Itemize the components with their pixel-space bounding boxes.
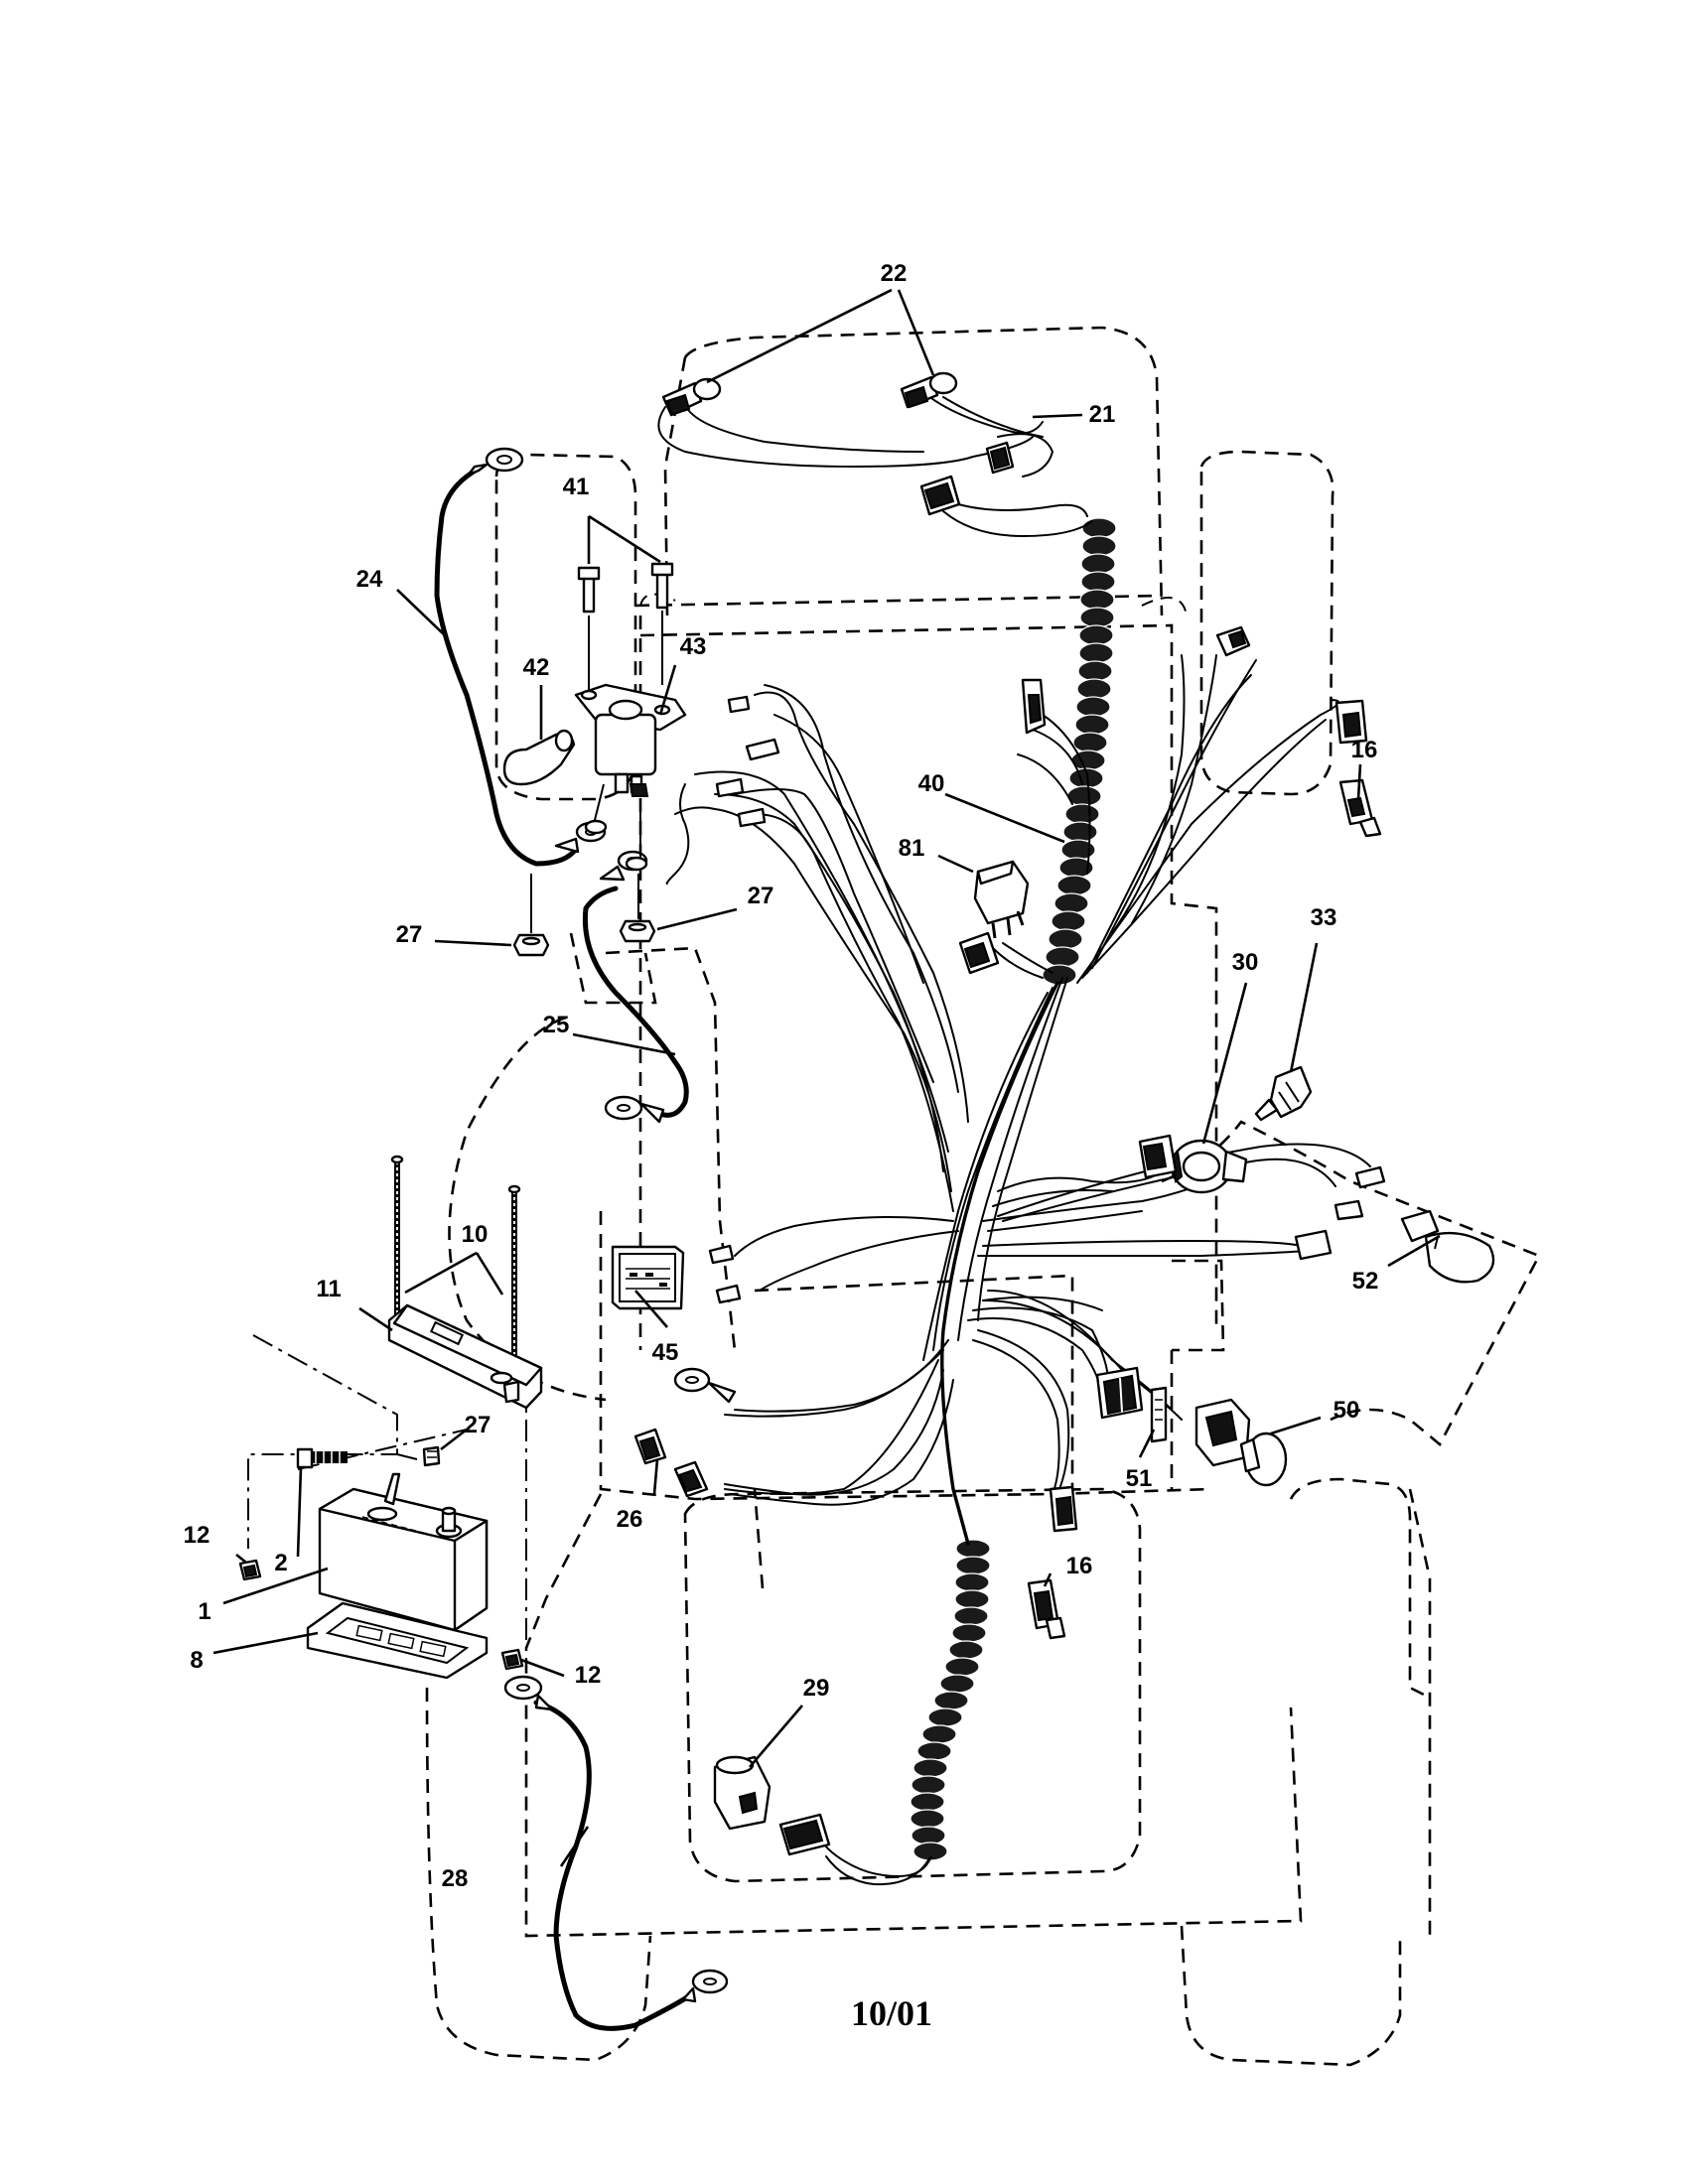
harness-coil-lower — [910, 1539, 991, 1861]
callout-33: 33 — [1311, 904, 1337, 931]
cable-24 — [434, 466, 579, 867]
callout-16-bottom: 16 — [1066, 1553, 1093, 1579]
wire-to-ring — [665, 783, 690, 885]
connector-mid-left — [958, 931, 1000, 975]
switch-50 — [1194, 1398, 1288, 1487]
callout-26: 26 — [617, 1506, 643, 1533]
callout-16-top: 16 — [1351, 737, 1378, 763]
cable-25 — [582, 886, 689, 1118]
callout-50: 50 — [1333, 1397, 1360, 1424]
connector-16-top — [1334, 699, 1382, 838]
battery-tray-8 — [306, 1601, 489, 1680]
callout-10: 10 — [462, 1221, 489, 1248]
callout-labels: 22 21 41 24 42 43 16 40 81 27 27 33 30 2… — [184, 260, 1379, 1892]
callout-43: 43 — [680, 633, 707, 660]
callout-21: 21 — [1089, 401, 1116, 428]
callout-24: 24 — [356, 566, 383, 593]
tractor-outline — [425, 326, 1541, 2067]
terminal-boot-42 — [502, 729, 576, 786]
callout-41: 41 — [563, 474, 590, 500]
callout-12-right: 12 — [575, 1662, 602, 1689]
nut-27-battery — [422, 1445, 441, 1467]
relay-81 — [973, 860, 1030, 939]
spade-terminals — [708, 695, 1386, 1304]
wiring-harness — [657, 391, 1371, 1886]
callout-25: 25 — [543, 1012, 570, 1038]
bolt-2 — [296, 1447, 348, 1469]
callout-1: 1 — [198, 1598, 210, 1625]
callout-2: 2 — [274, 1550, 287, 1576]
connector-16-bottom — [1027, 1485, 1078, 1640]
leader-lines — [212, 288, 1441, 1867]
fuse-51 — [1150, 1386, 1168, 1443]
ignition-switch-30 — [1138, 1134, 1248, 1194]
key-33 — [1254, 1065, 1313, 1122]
hold-down-rods-10 — [390, 1155, 521, 1355]
callout-27-right: 27 — [748, 883, 774, 909]
callout-12-left: 12 — [184, 1522, 210, 1549]
callout-51: 51 — [1126, 1465, 1153, 1492]
harness-connector-upper — [1021, 625, 1251, 735]
callout-45: 45 — [652, 1339, 679, 1366]
harness-coil-upper — [1042, 517, 1117, 986]
callout-22: 22 — [881, 260, 908, 287]
callout-8: 8 — [190, 1647, 203, 1674]
revision-date: 10/01 — [851, 1993, 932, 2033]
callout-30: 30 — [1232, 949, 1259, 976]
battery-1 — [318, 1472, 489, 1632]
cables — [434, 466, 693, 2031]
callout-29: 29 — [803, 1675, 830, 1702]
connector-51-area — [1095, 1366, 1144, 1420]
callout-11: 11 — [316, 1276, 341, 1302]
bolts-41 — [577, 562, 674, 690]
bulbs-22 — [661, 371, 958, 417]
callout-27-left: 27 — [396, 921, 423, 948]
callout-27-battery: 27 — [465, 1412, 491, 1438]
bulb-52 — [1400, 1209, 1495, 1284]
fuse-block-45 — [611, 1245, 685, 1310]
callout-42: 42 — [523, 654, 550, 681]
clips-12 — [238, 1559, 524, 1671]
callout-28: 28 — [442, 1865, 469, 1892]
hold-down-bracket-11 — [387, 1303, 543, 1410]
cable-28 — [533, 1700, 693, 2031]
fuse-clips-26 — [633, 1428, 709, 1498]
connectors-21 — [919, 441, 1015, 516]
hex-nuts-27 — [512, 819, 656, 957]
solenoid-43 — [574, 683, 687, 874]
callout-40: 40 — [918, 770, 945, 797]
callout-81: 81 — [899, 835, 925, 862]
callout-52: 52 — [1352, 1268, 1379, 1295]
seat-switch-29 — [713, 1755, 831, 1856]
